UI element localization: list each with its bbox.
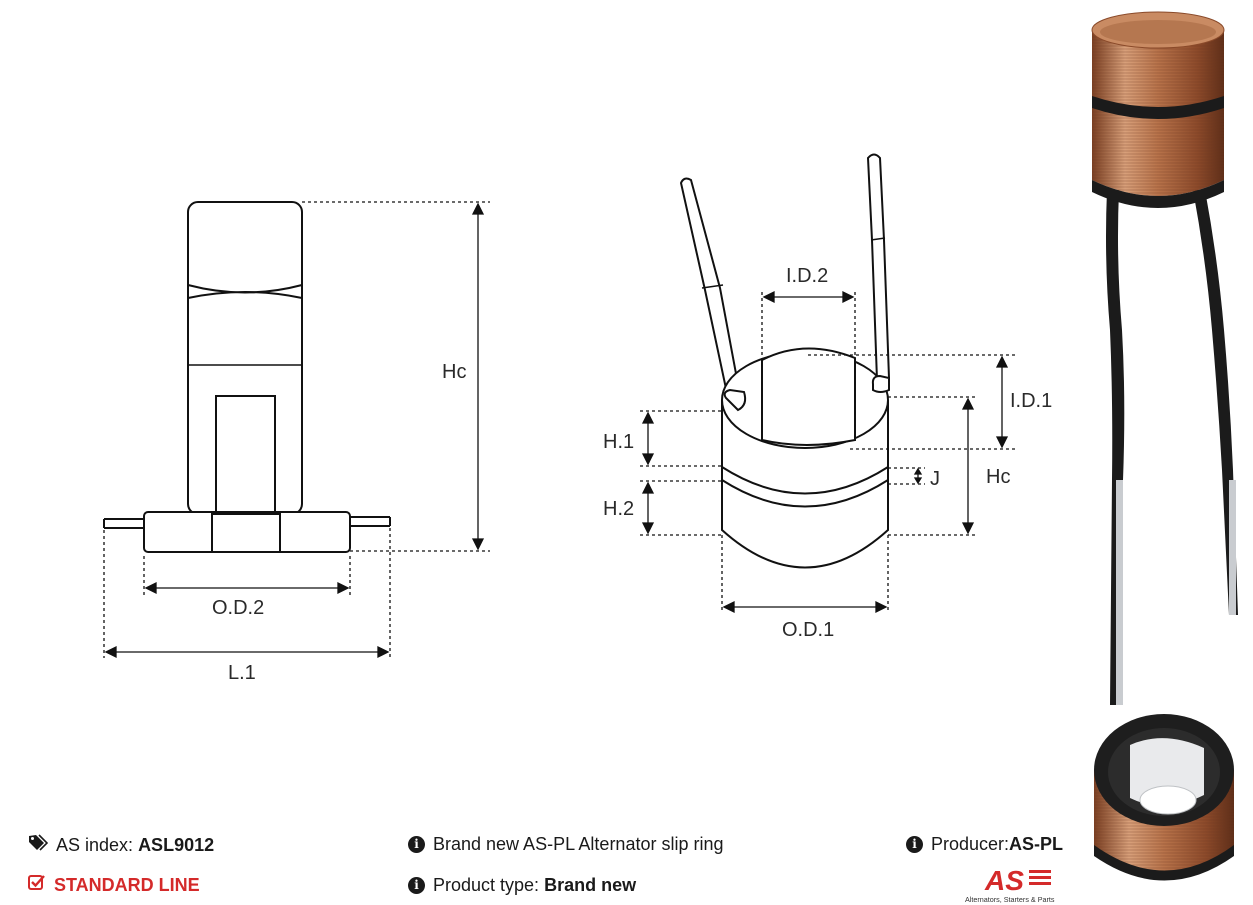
product-photo-top [1091, 11, 1238, 705]
side-view-drawing [103, 201, 391, 553]
producer-label: Producer: [931, 834, 1010, 854]
label-od2: O.D.2 [212, 597, 264, 619]
perspective-view-drawing [679, 153, 891, 569]
info-icon: i [408, 836, 425, 853]
label-h1: H.1 [603, 431, 634, 453]
label-j: J [930, 468, 940, 490]
as-pl-logo: AS Alternators, Starters & Parts [965, 865, 1055, 904]
side-view-dimension-lines [103, 201, 490, 659]
side-view-body [187, 201, 303, 515]
side-view-flange [143, 511, 351, 553]
standard-line-label: STANDARD LINE [54, 874, 200, 895]
perspective-groove-2 [721, 479, 889, 508]
side-view-groove [187, 284, 303, 299]
label-od1: O.D.1 [782, 619, 834, 641]
label-hc-right: Hc [986, 466, 1010, 488]
as-index-label: AS index: [56, 835, 134, 855]
perspective-bore [761, 347, 856, 446]
side-view-slot [215, 395, 276, 514]
label-id1: I.D.1 [1010, 390, 1052, 412]
as-index-row: AS index: ASL9012 [28, 834, 214, 857]
label-l1: L.1 [228, 662, 256, 684]
tag-icon [28, 834, 49, 857]
info-icon: i [408, 877, 425, 894]
description-row: i Brand new AS-PL Alternator slip ring [408, 834, 724, 855]
description-text: Brand new AS-PL Alternator slip ring [433, 834, 724, 854]
label-hc-left: Hc [442, 361, 466, 383]
perspective-lead-left [679, 177, 742, 400]
label-h2: H.2 [603, 498, 634, 520]
checkbox-icon [28, 874, 46, 896]
perspective-dimension-lines [640, 290, 1015, 614]
product-type-value: Brand new [544, 875, 637, 895]
perspective-lead-right [866, 153, 891, 382]
producer-row: i Producer:AS-PL [906, 834, 1063, 855]
logo-mark: AS [984, 865, 1024, 896]
logo-tagline: Alternators, Starters & Parts [965, 895, 1055, 904]
as-index-value: ASL9012 [138, 835, 215, 855]
perspective-groove-1 [721, 466, 889, 495]
standard-line-row: STANDARD LINE [28, 874, 200, 896]
producer-value: AS-PL [1009, 834, 1064, 854]
product-type-label: Product type: [433, 875, 540, 895]
product-photo-bottom [1094, 714, 1234, 881]
info-icon: i [906, 836, 923, 853]
product-type-row: i Product type: Brand new [408, 875, 636, 896]
label-id2: I.D.2 [786, 265, 828, 287]
